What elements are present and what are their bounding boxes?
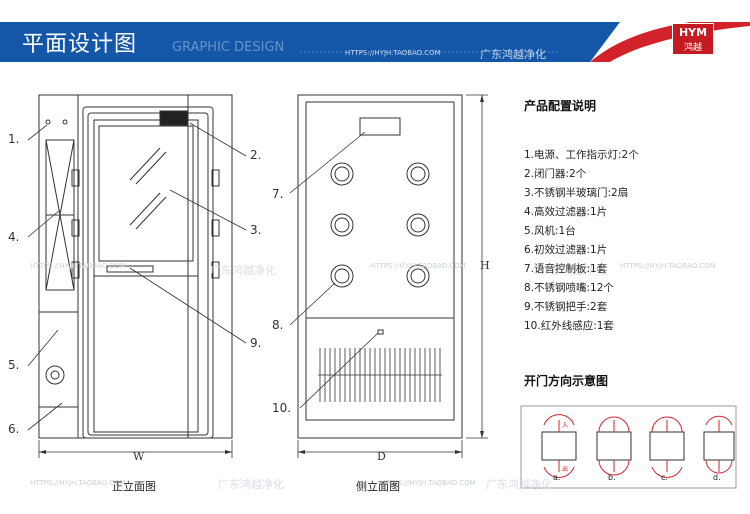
front-view-drawing [38, 94, 233, 439]
watermark-url-4: HTTPS://HYJH.TAOBAO.COM [620, 262, 716, 270]
callout-6: 6. [8, 422, 20, 436]
logo-text-bottom: 鸿越 [683, 43, 702, 53]
page-subtitle: GRAPHIC DESIGN [172, 40, 285, 55]
technical-drawing [27, 94, 737, 489]
page-title: 平面设计图 [22, 32, 138, 57]
door-direction-diagram [520, 405, 737, 489]
variant-label-c: c. [661, 473, 668, 482]
list-item: 7.语音控制板:1套 [524, 263, 608, 275]
list-item: 9.不锈钢把手:2套 [524, 301, 608, 313]
side-out-label: 出 [562, 466, 569, 473]
callout-3: 3. [250, 223, 262, 237]
variant-label-a: a. [553, 473, 561, 482]
height-label: H [480, 259, 490, 272]
side-view-caption: 侧立面图 [356, 480, 400, 493]
watermark-cn-5: 广东鸿越净化 [486, 478, 552, 491]
logo-text-top: HYM [678, 26, 708, 39]
front-view-caption: 正立面图 [112, 480, 156, 493]
watermark-url: HTTPS://HYJH.TAOBAO.COM [345, 49, 441, 57]
callout-5: 5. [8, 358, 20, 372]
width-label: W [133, 450, 145, 463]
watermark-url-6: HTTPS://HYJH.TAOBAO.COM [380, 479, 476, 487]
list-item: 1.电源、工作指示灯:2个 [524, 149, 639, 161]
side-view-drawing [297, 94, 463, 439]
list-item: 4.高效过滤器:1片 [524, 206, 608, 218]
config-list: 1.电源、工作指示灯:2个 2.闭门器:2个 3.不锈钢半玻璃门:2扇 4.高效… [524, 146, 639, 336]
callout-7: 7. [272, 187, 284, 201]
list-item: 3.不锈钢半玻璃门:2扇 [524, 187, 629, 199]
callout-8: 8. [272, 318, 284, 332]
watermark-cn-4: 广东鸿越净化 [218, 478, 284, 491]
variant-label-d: d. [713, 473, 721, 482]
watermark-cn: 广东鸿越净化 [480, 48, 546, 61]
list-item: 5.风机:1台 [524, 225, 576, 237]
list-item: 10.红外线感应:1套 [524, 320, 614, 332]
door-diagram-heading: 开门方向示意图 [524, 374, 609, 388]
leader-lines [27, 122, 379, 431]
callout-4: 4. [8, 230, 20, 244]
depth-label: D [377, 450, 386, 463]
callout-10: 10. [272, 401, 292, 415]
brand-logo: HYM 鸿越 [672, 23, 714, 55]
list-item: 2.闭门器:2个 [524, 168, 587, 180]
list-item: 6.初效过滤器:1片 [524, 244, 608, 256]
side-in-label: 入 [562, 422, 569, 429]
callout-1: 1. [8, 132, 20, 146]
watermark-url-2: HTTPS://HYJH.TAOBAO.COM [30, 262, 126, 270]
watermark-cn-2: 广东鸿越净化 [210, 264, 276, 277]
callout-9: 9. [250, 336, 262, 350]
watermark-url-5: HTTPS://HYJH.TAOBAO.COM [30, 479, 126, 487]
nozzle-group [330, 162, 430, 288]
config-heading: 产品配置说明 [524, 99, 597, 113]
callout-2: 2. [250, 148, 262, 162]
dimension-lines [38, 94, 488, 458]
variant-label-b: b. [608, 473, 616, 482]
watermark-cn-3: 广东鸿越净化 [540, 264, 606, 277]
watermark-url-3: HTTPS://HYJH.TAOBAO.COM [370, 262, 466, 270]
list-item: 8.不锈钢喷嘴:12个 [524, 282, 614, 294]
